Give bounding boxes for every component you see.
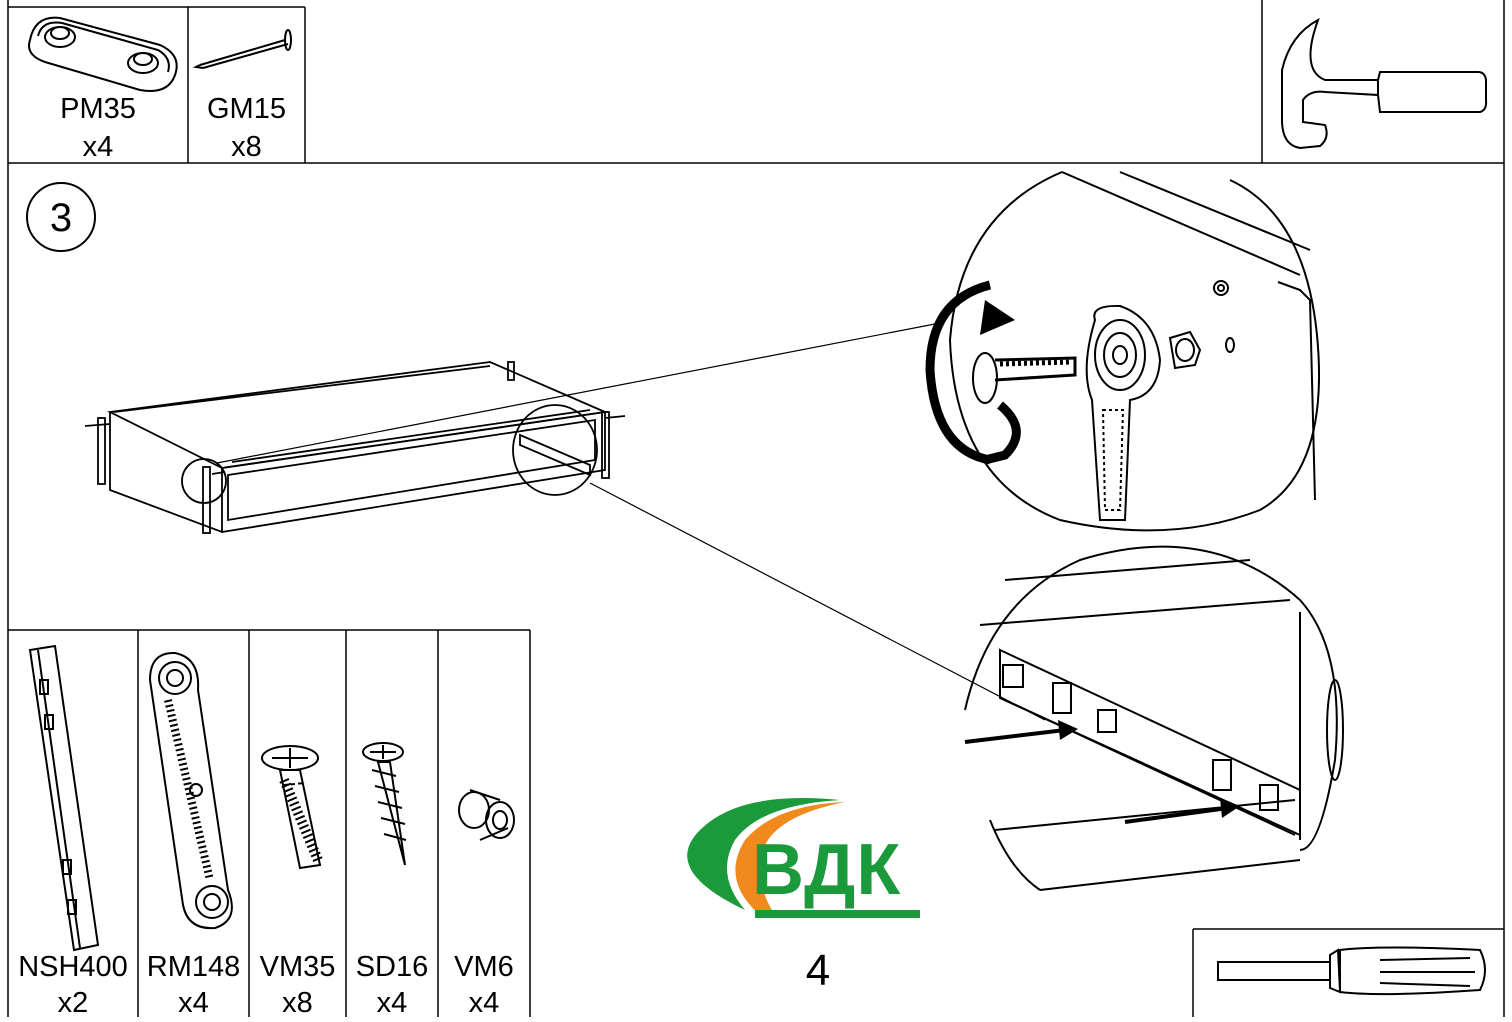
part-code-rm148: RM148 (146, 951, 241, 983)
part-qty-gm15: x8 (231, 131, 262, 163)
step-circle (26, 182, 96, 252)
vdk-logo-text: ВДК (752, 830, 902, 910)
rm148-connector-icon (148, 651, 233, 930)
nsh400-rail-icon (28, 644, 100, 952)
detail-circle-screw (925, 171, 1320, 532)
hammer-icon (1281, 17, 1488, 150)
part-code-nsh400: NSH400 (18, 951, 128, 983)
part-qty-sd16: x4 (376, 987, 408, 1019)
page-frame (7, 0, 1505, 1017)
detail-circle-rail (964, 545, 1344, 891)
step-number: 3 (49, 196, 73, 240)
callout-lines (216, 322, 1046, 721)
part-code-pm35: PM35 (60, 93, 136, 125)
screwdriver-icon (1217, 946, 1486, 996)
part-code-sd16: SD16 (355, 951, 429, 983)
part-qty-vm35: x8 (282, 987, 313, 1019)
sd16-screw-icon (362, 742, 407, 866)
vm6-spacer-icon (458, 789, 515, 841)
vdk-logo-mark (687, 798, 920, 918)
page-number: 4 (805, 946, 831, 995)
part-qty-pm35: x4 (82, 131, 114, 163)
gm15-nail-icon (192, 29, 292, 69)
part-qty-vm6: x4 (468, 987, 500, 1019)
part-code-gm15: GM15 (207, 93, 286, 125)
pm35-part-icon (28, 16, 178, 92)
drawer-assembly-illustration (84, 361, 626, 534)
part-qty-nsh400: x2 (57, 987, 89, 1019)
part-qty-rm148: x4 (178, 987, 209, 1019)
vm35-screw-icon (261, 745, 323, 870)
part-code-vm6: VM6 (454, 951, 514, 983)
part-code-vm35: VM35 (259, 951, 336, 983)
